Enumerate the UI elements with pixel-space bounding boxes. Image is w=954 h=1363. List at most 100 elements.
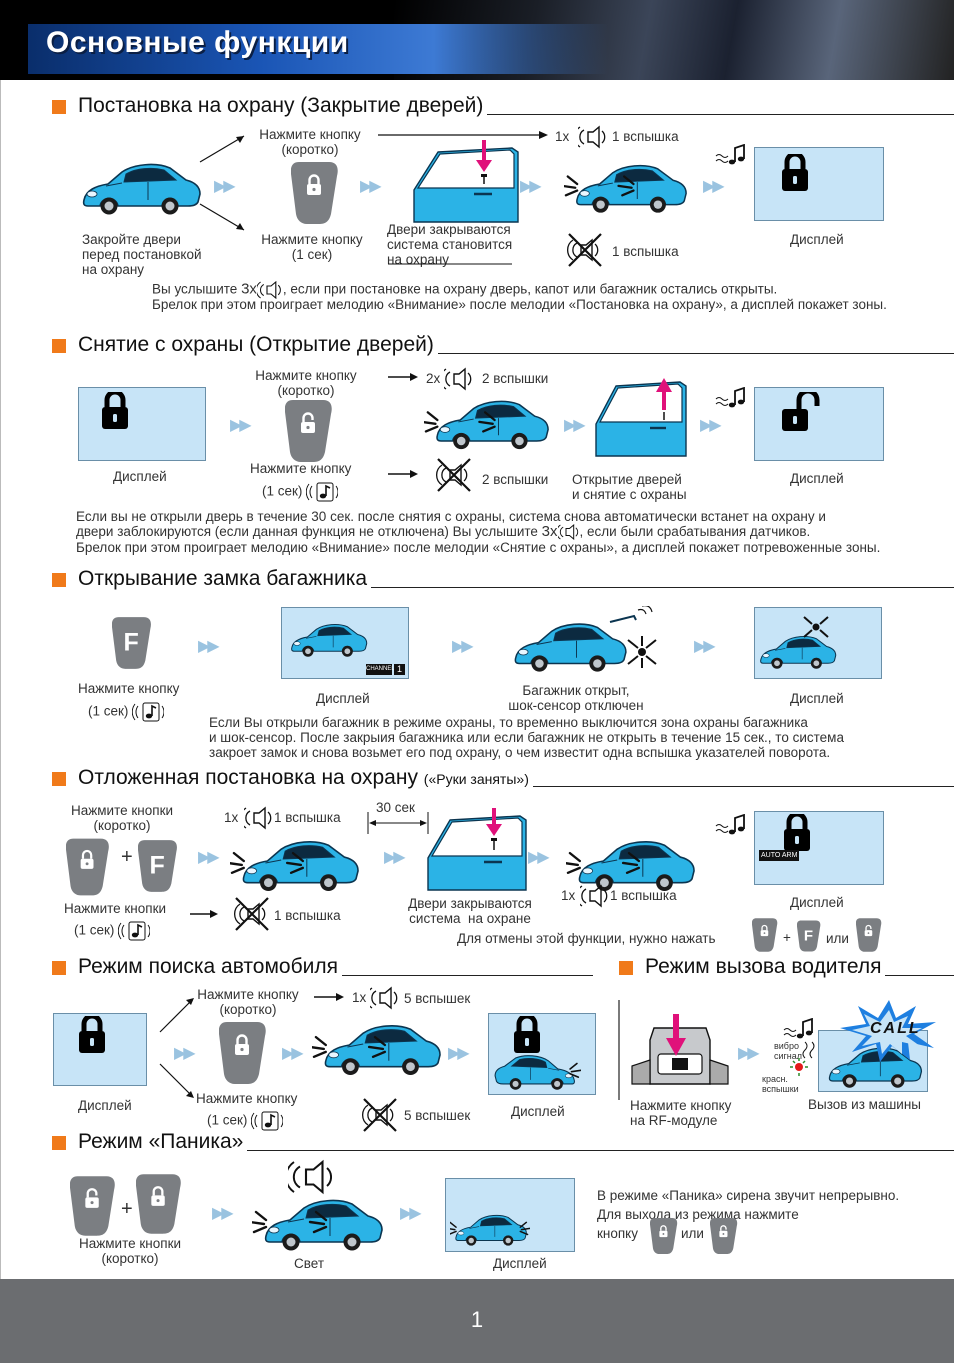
beep-count: 1x	[561, 888, 576, 903]
press-long-text: Нажмите кнопку (1 сек)	[261, 232, 363, 263]
press-text: Нажмите кнопку	[78, 681, 180, 696]
lock-button[interactable]	[650, 1218, 678, 1254]
melody-icon	[715, 814, 746, 836]
disarm-note-line2: двери заблокируются (если данная функция…	[76, 523, 811, 541]
unlock-button[interactable]	[285, 400, 335, 464]
display-label: Дисплей	[790, 232, 844, 247]
lock-button[interactable]	[219, 1022, 267, 1084]
or-text: или	[681, 1226, 704, 1241]
fob-display	[754, 387, 884, 461]
lock-button[interactable]	[291, 162, 341, 226]
arm-note-line1: Вы услышите 3x, если при постановке на о…	[152, 281, 777, 299]
unlock-button[interactable]	[710, 1218, 738, 1254]
section-disarm-heading: Снятие с охраны (Открытие дверей)	[52, 333, 954, 357]
door-lock-illustration	[413, 140, 519, 223]
arm-note-count: 3x	[241, 280, 257, 298]
section-search-heading: Режим поиска автомобиля	[52, 955, 593, 979]
call-divider	[618, 1000, 620, 1100]
step-arrow: ▶▶	[384, 849, 406, 866]
section-panic-heading: Режим «Паника»	[52, 1130, 954, 1154]
flash-count: 1 вспышка	[612, 129, 679, 144]
beep-count: 1x	[555, 129, 570, 144]
step-arrow: ▶▶	[400, 1205, 422, 1222]
step-arrow: ▶▶	[174, 1045, 196, 1062]
display-label: Дисплей	[790, 471, 844, 486]
note-icon	[117, 921, 151, 941]
from-car-text: Вызов из машины	[808, 1097, 921, 1112]
f-button[interactable]: F	[112, 614, 152, 672]
car-flashing-illustration	[424, 400, 549, 450]
plus-sign: +	[783, 930, 791, 945]
step-arrow: ▶▶	[198, 638, 220, 655]
f-button[interactable]: F	[138, 838, 178, 894]
press-long-duration: (1 сек)	[207, 1110, 284, 1132]
beep-count: 1x	[352, 990, 367, 1005]
press-long-duration: (1 сек)	[262, 481, 339, 503]
lock-open-icon	[779, 392, 839, 432]
svg-text:F: F	[150, 852, 165, 880]
disarm-note-line3: Брелок при этом проиграет мелодию «Внима…	[76, 540, 881, 555]
fob-display	[78, 387, 206, 461]
melody-icon	[715, 387, 746, 409]
delayed-subtitle: («Руки заняты»)	[423, 771, 529, 787]
section-bullet	[52, 573, 66, 587]
disarm-note-part: , если были срабатывания датчиков.	[579, 524, 811, 539]
flash-count: 2 вспышки	[482, 371, 549, 386]
arm-note-part: , если при постановке на охрану дверь, к…	[282, 281, 778, 297]
panic-note-line2: Для выхода из режима нажмите	[597, 1207, 799, 1222]
lock-closed-icon	[76, 1016, 116, 1056]
siren-muted-icon	[566, 232, 603, 268]
section-arm-heading: Постановка на охрану (Закрытие дверей)	[52, 94, 954, 118]
door-unlock-illustration	[595, 378, 687, 457]
lock-button[interactable]	[66, 838, 110, 896]
vibro-text: вибро сигнал	[774, 1041, 803, 1062]
doors-text: Двери закрываются система на охране	[408, 896, 532, 927]
step-arrow: ▶▶	[700, 417, 722, 434]
siren-muted-icon	[361, 1097, 398, 1133]
timer-span-arrow	[367, 812, 429, 834]
car-flashing-illustration	[230, 841, 359, 892]
unlock-button[interactable]	[856, 918, 882, 952]
section-arm-title: Постановка на охрану (Закрытие дверей)	[78, 94, 484, 117]
flash-count: 5 вспышек	[404, 991, 471, 1006]
section-rule	[532, 786, 954, 787]
doors-locked-text: Двери закрываются система становится на …	[387, 222, 513, 268]
f-button[interactable]: F	[797, 920, 821, 952]
unlock-button[interactable]	[70, 1176, 116, 1236]
lock-closed-icon	[99, 392, 139, 432]
fob-display: CHANNEL 1	[281, 607, 409, 679]
flash-count: 1 вспышка	[610, 888, 677, 903]
lock-closed-icon	[779, 154, 819, 194]
trunk-open-text: Багажник открыт, шок-сенсор отключен	[508, 683, 644, 714]
fob-display	[754, 147, 884, 221]
siren-muted-icon	[435, 457, 472, 493]
section-bullet	[52, 100, 66, 114]
beep-count: 2x	[426, 371, 441, 386]
section-delayed-title: Отложенная постановка на охрану («Руки з…	[78, 766, 529, 790]
vibro-icon	[802, 1041, 815, 1059]
car-trunk-open-illustration	[514, 606, 657, 673]
section-bullet	[619, 961, 633, 975]
disarm-note-line1: Если вы не открыли дверь в течение 30 се…	[76, 509, 826, 524]
step-arrow: ▶▶	[703, 178, 725, 195]
duration-text: (1 сек)	[88, 703, 129, 719]
step-arrow: ▶▶	[564, 417, 586, 434]
press-long-text: Нажмите кнопку	[196, 1091, 298, 1106]
panic-press-text: Нажмите кнопки (коротко)	[78, 1236, 182, 1267]
section-rule	[885, 975, 954, 976]
arrow	[190, 910, 218, 918]
siren-icon	[578, 126, 606, 148]
rf-press-text: Нажмите кнопку на RF-модуле	[630, 1098, 732, 1129]
section-rule	[247, 1150, 954, 1151]
lock-button[interactable]	[136, 1174, 182, 1234]
step-arrow: ▶▶	[448, 1045, 470, 1062]
press-short-text: Нажмите кнопку (коротко)	[259, 127, 361, 158]
step-arrow: ▶▶	[360, 178, 382, 195]
car-flashing-illustration	[312, 1025, 441, 1076]
step-arrow: ▶▶	[528, 849, 550, 866]
branch-arrows	[199, 135, 245, 231]
auto-arm-badge: AUTO ARM	[759, 850, 800, 861]
lock-button[interactable]	[752, 918, 778, 952]
door-lock-illustration	[427, 808, 527, 891]
left-margin-line	[0, 80, 1, 1280]
